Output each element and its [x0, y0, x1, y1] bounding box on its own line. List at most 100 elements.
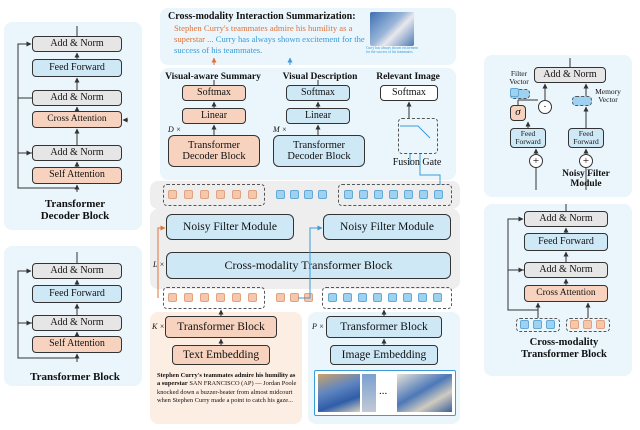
decoder-self-attention: Self Attention [32, 167, 122, 184]
token-square [434, 190, 443, 199]
token-square [216, 190, 225, 199]
images-ellipsis: ... [379, 385, 388, 397]
left-decoder-arrows [17, 26, 128, 362]
decoder-add-norm-3: Add & Norm [32, 145, 122, 161]
fusion-gate-arrows [287, 57, 441, 185]
decoder-block-title: Transformer Decoder Block [40, 198, 110, 223]
input-image-1 [318, 374, 360, 412]
add-node-left: + [529, 154, 543, 168]
image-input-tokens [322, 287, 452, 309]
fusion-gate [398, 118, 438, 154]
token-square [389, 190, 398, 199]
noisy-filter-left: Noisy Filter Module [166, 214, 294, 240]
token-square [168, 293, 177, 302]
text-input-tokens [163, 287, 265, 309]
encoder-add-norm-1: Add & Norm [32, 263, 122, 279]
sigma-gate: σ [510, 105, 526, 121]
token-square [276, 190, 285, 199]
text-output-tokens [163, 184, 265, 206]
token-square [200, 293, 209, 302]
token-square [184, 190, 193, 199]
visual-description-label: Visual Description [282, 72, 358, 82]
filter-feed-forward-1: Feed Forward [510, 128, 546, 148]
cross-modal-l-multiplier: L × [153, 260, 165, 269]
summary-text-blue: Curry has always shown excitement for th… [174, 34, 365, 56]
token-square [248, 190, 257, 199]
token-square [533, 320, 542, 329]
middle-stack-arrows [218, 309, 387, 345]
token-square [546, 320, 555, 329]
cross-query-tokens [516, 318, 560, 332]
token-square [404, 190, 413, 199]
filter-feed-forward-2: Feed Forward [568, 128, 604, 148]
multiply-node: · [538, 100, 552, 114]
image-transformer-block: Transformer Block [326, 316, 442, 338]
token-square [168, 190, 177, 199]
token-square [328, 293, 337, 302]
noisy-filter-right: Noisy Filter Module [323, 214, 451, 240]
token-square [318, 190, 327, 199]
filter-vector-label: Filter Vector [509, 69, 529, 86]
token-square [359, 190, 368, 199]
image-output-tokens [338, 184, 452, 206]
summary-image [370, 12, 414, 46]
token-square [344, 190, 353, 199]
input-image-2 [362, 374, 376, 412]
token-square [520, 320, 529, 329]
token-square [403, 293, 412, 302]
description-decoder-block: Transformer Decoder Block [273, 135, 365, 167]
summary-text: Stephen Curry's teammates admire his hum… [174, 23, 374, 57]
image-embedding: Image Embedding [330, 345, 438, 365]
cross-modality-transformer-block: Cross-modality Transformer Block [166, 252, 451, 279]
token-square [200, 190, 209, 199]
description-softmax: Softmax [286, 85, 350, 101]
text-embedding: Text Embedding [172, 345, 270, 365]
cross-key-tokens [566, 318, 610, 332]
middle-head-arrows [211, 80, 412, 135]
cross-modality-block-title: Cross-modality Transformer Block [521, 337, 607, 360]
token-square [343, 293, 352, 302]
add-node-right: + [579, 154, 593, 168]
summary-title: Cross-modality Interaction Summarization… [168, 11, 356, 22]
right-filter-arrows [507, 58, 591, 318]
token-square [184, 293, 193, 302]
token-square [373, 293, 382, 302]
text-k-multiplier: K × [152, 322, 165, 331]
orange-flow-arrows [157, 57, 217, 298]
token-square [418, 293, 427, 302]
article-body: SAN FRANCISCO (AP) — Jordan Poole knocke… [157, 380, 297, 404]
summary-softmax: Softmax [182, 85, 246, 101]
encoder-self-attention: Self Attention [32, 336, 122, 353]
cross-feed-forward: Feed Forward [524, 233, 608, 251]
input-image-3 [397, 374, 452, 412]
blue-flow-arrows [298, 225, 323, 299]
token-square [304, 190, 313, 199]
token-square [232, 190, 241, 199]
description-m-multiplier: M × [273, 125, 288, 134]
token-square [290, 190, 299, 199]
decoder-add-norm-1: Add & Norm [32, 36, 122, 52]
token-square [419, 190, 428, 199]
token-square [216, 293, 225, 302]
token-square [276, 293, 285, 302]
summary-decoder-block: Transformer Decoder Block [168, 135, 260, 167]
summary-linear: Linear [182, 108, 246, 124]
encoder-add-norm-2: Add & Norm [32, 315, 122, 331]
visual-summary-label: Visual-aware Summary [165, 72, 261, 82]
cross-add-norm-1: Add & Norm [524, 211, 608, 227]
token-square [433, 293, 442, 302]
token-square [374, 190, 383, 199]
image-softmax: Softmax [380, 85, 438, 101]
description-linear: Linear [286, 108, 350, 124]
relevant-image-label: Relevant Image [376, 72, 440, 82]
token-square [232, 293, 241, 302]
token-square [358, 293, 367, 302]
token-square [570, 320, 579, 329]
memory-vector [572, 96, 592, 106]
token-square [248, 293, 257, 302]
fusion-gate-label: Fusion Gate [392, 157, 442, 168]
transformer-block-title: Transformer Block [30, 371, 120, 383]
filter-add-norm: Add & Norm [534, 67, 606, 83]
encoder-feed-forward: Feed Forward [32, 285, 122, 303]
